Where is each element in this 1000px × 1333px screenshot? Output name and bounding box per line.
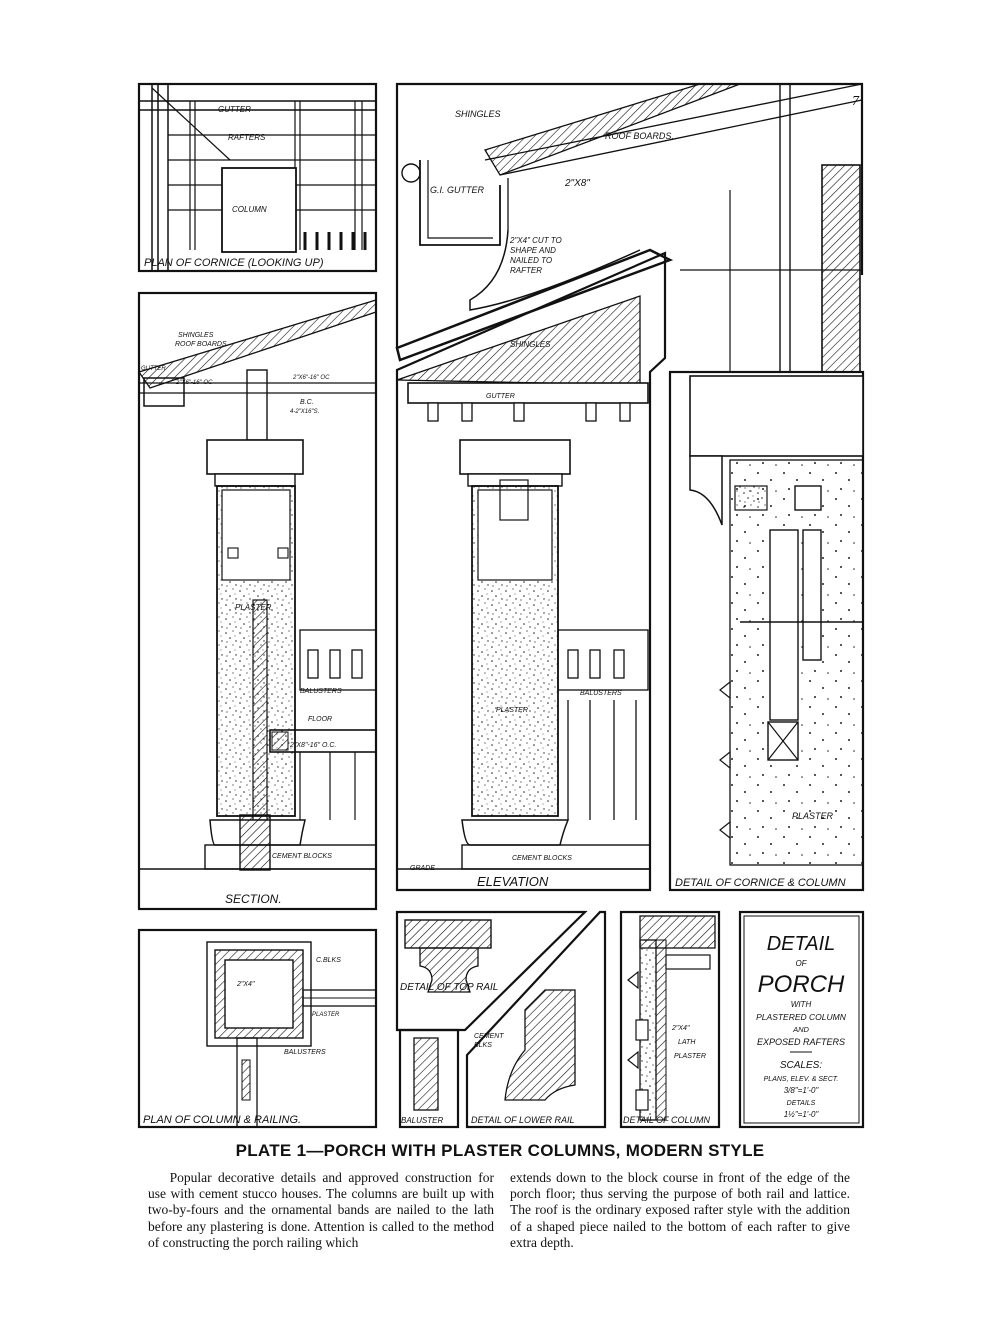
title-section: SECTION. [225, 892, 282, 906]
title-block: DETAIL OF PORCH WITH PLASTERED COLUMN AN… [738, 910, 865, 1129]
label-shingles: SHINGLES [455, 109, 501, 119]
label-gi-gutter: G.I. GUTTER [430, 185, 485, 195]
body-paragraph-left: Popular decorative details and approved … [148, 1170, 494, 1250]
label-elev-shingles: SHINGLES [510, 340, 551, 349]
label-baluster: BALUSTER [401, 1116, 443, 1125]
body-text-left: Popular decorative details and approved … [148, 1170, 494, 1251]
title-detail-cornice-column: DETAIL OF CORNICE & COLUMN [675, 877, 846, 889]
label-cement-blocks-sec: CEMENT BLOCKS [272, 853, 332, 860]
title-of: OF [795, 959, 807, 968]
label-lower-blks: BLKS [474, 1042, 492, 1049]
label-elev-plaster: PLASTER [496, 707, 528, 714]
title-and: AND [792, 1025, 809, 1034]
label-sec-roof-boards: ROOF BOARDS [175, 341, 227, 348]
label-sec-shingles: SHINGLES [178, 332, 214, 339]
title-plan-of-cornice: PLAN OF CORNICE (LOOKING UP) [144, 257, 324, 269]
label-floor-joist: 2"X8"-16" O.C. [289, 742, 336, 749]
label-lower-cement: CEMENT [474, 1033, 504, 1040]
label-detail-plaster: PLASTER [792, 811, 834, 821]
label-plan-balusters: BALUSTERS [284, 1049, 326, 1056]
label-detail-lower-rail: DETAIL OF LOWER RAIL [471, 1115, 575, 1125]
section-drawing: SHINGLES ROOF BOARDS GUTTER 2"X6"-16" OC… [137, 291, 378, 911]
label-cut-2: SHAPE AND [510, 246, 556, 255]
label-c-blks: C.BLKS [316, 957, 341, 964]
label-cut-4: RAFTER [510, 266, 542, 275]
detail-column: 2"X4" LATH PLASTER DETAIL OF COLUMN [619, 910, 721, 1129]
label-elev-gutter: GUTTER [486, 393, 515, 400]
elevation-drawing: SHINGLES GUTTER PLASTER BALUSTERS GRADE … [395, 251, 667, 892]
title-with: WITH [791, 1000, 812, 1009]
label-cut-3: NAILED TO [510, 256, 552, 265]
label-plaster-sec: PLASTER [235, 603, 272, 612]
label-sec-gutter: GUTTER [141, 366, 166, 372]
title-elevation: ELEVATION [477, 874, 549, 889]
rafter-detail: SHINGLES ROOF BOARDS. G.I. GUTTER 2"X8" … [395, 82, 864, 373]
title-plastered: PLASTERED COLUMN [756, 1012, 847, 1022]
title-plan-column-railing: PLAN OF COLUMN & RAILING. [143, 1114, 301, 1126]
label-elev-cement-blocks: CEMENT BLOCKS [512, 855, 572, 862]
body-text-right: extends down to the block course in fron… [510, 1170, 850, 1251]
body-paragraph-right: extends down to the block course in fron… [510, 1170, 850, 1250]
label-roof-boards: ROOF BOARDS. [605, 131, 674, 141]
scale-plans-value: 3/8"=1'-0" [784, 1086, 820, 1095]
title-porch: PORCH [758, 971, 845, 998]
label-sec-rafter: 2"X6"-16" OC [175, 380, 213, 386]
plate-drawing: GUTTER RAFTERS COLUMN PLAN OF CORNICE (L… [137, 82, 865, 1129]
label-gutter: GUTTER [218, 105, 251, 114]
label-cut-1: 2"X4" CUT TO [509, 236, 562, 245]
label-floor: FLOOR [308, 716, 332, 723]
label-rafters: RAFTERS [228, 133, 266, 142]
scale-details-value: 1½"=1'-0" [784, 1110, 820, 1119]
label-balusters-sec: BALUSTERS [300, 688, 342, 695]
label-sec-joist: 2"X6"-16" OC [292, 375, 330, 381]
label-detail-column: DETAIL OF COLUMN [623, 1115, 711, 1125]
label-plan-plaster: PLASTER [312, 1012, 340, 1018]
label-col-lath: LATH [678, 1039, 696, 1046]
scale-details: DETAILS [787, 1100, 816, 1107]
label-column: COLUMN [232, 205, 267, 214]
detail-rails: DETAIL OF TOP RAIL BALUSTER CEMENT BLKS … [395, 910, 607, 1129]
plate-caption: PLATE 1—PORCH WITH PLASTER COLUMNS, MODE… [235, 1141, 765, 1160]
label-col-2x4: 2"X4" [671, 1025, 690, 1032]
plan-column-railing: C.BLKS 2"X4" PLASTER BALUSTERS PLAN OF C… [137, 928, 378, 1129]
label-plan-2x4: 2"X4" [236, 981, 255, 988]
label-grade: GRADE [410, 865, 435, 872]
label-col-plaster: PLASTER [674, 1053, 706, 1060]
title-scales: SCALES: [780, 1060, 822, 1071]
label-elev-balusters: BALUSTERS [580, 690, 622, 697]
label-bc: B.C. [300, 399, 314, 406]
title-detail: DETAIL [767, 933, 836, 955]
label-2x8: 2"X8" [564, 178, 590, 189]
plan-of-cornice: GUTTER RAFTERS COLUMN PLAN OF CORNICE (L… [137, 82, 378, 273]
label-bc-size: 4-2"X16"S. [290, 409, 319, 415]
detail-cornice-column: PLASTER DETAIL OF CORNICE & COLUMN [668, 370, 865, 892]
title-exposed: EXPOSED RAFTERS [757, 1037, 845, 1047]
label-detail-top-rail: DETAIL OF TOP RAIL [400, 982, 498, 993]
scale-plans: PLANS, ELEV. & SECT. [764, 1076, 839, 1083]
